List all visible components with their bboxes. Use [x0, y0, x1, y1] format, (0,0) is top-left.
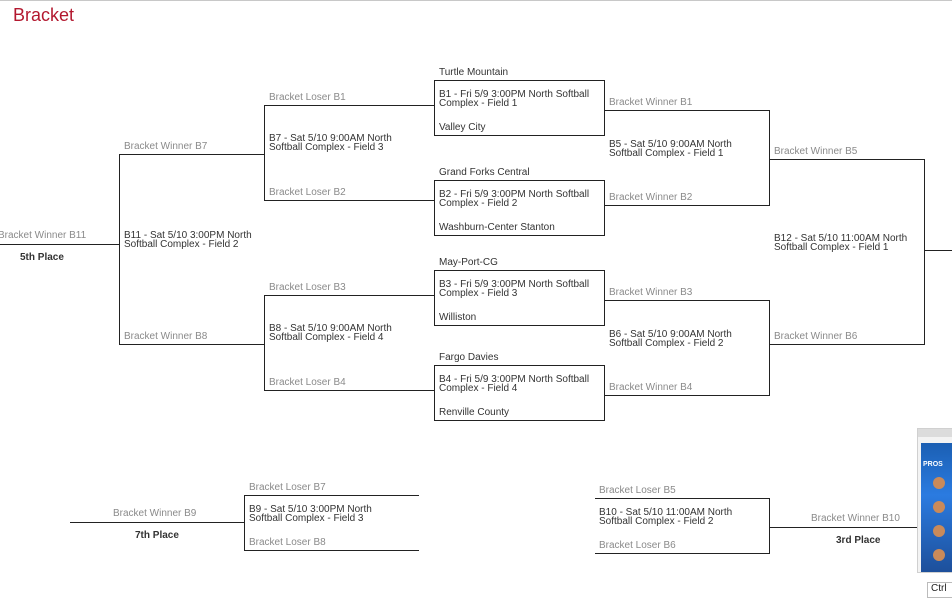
- b9-bottom-line: [244, 550, 419, 551]
- b1-game[interactable]: B1 - Fri 5/9 3:00PM North Softball Compl…: [439, 89, 590, 109]
- b8-bottom-line: [264, 390, 434, 391]
- ctrl-shortcut-hint: Ctrl: [927, 582, 952, 598]
- b3-bottom-team[interactable]: Williston: [439, 312, 477, 323]
- fifth-place-label: 5th Place: [20, 252, 64, 263]
- b9-game[interactable]: B9 - Sat 5/10 3:00PM North Softball Comp…: [249, 504, 372, 524]
- b9-connector: [244, 495, 245, 550]
- person-image: [933, 525, 945, 537]
- thumbnail-toolbar: [918, 429, 952, 437]
- b5-connector: [769, 110, 770, 205]
- b9-top-line: [244, 495, 419, 496]
- b2-bottom-team[interactable]: Washburn-Center Stanton: [439, 222, 555, 233]
- b6-game[interactable]: B6 - Sat 5/10 9:00AM North Softball Comp…: [609, 329, 732, 349]
- game-box-b1[interactable]: [434, 80, 605, 136]
- b4-bottom-team[interactable]: Renville County: [439, 407, 510, 418]
- b12-top-label: Bracket Winner B5: [774, 146, 858, 157]
- b2-top-team[interactable]: Grand Forks Central: [439, 167, 530, 178]
- b1-bottom-team[interactable]: Valley City: [439, 122, 486, 133]
- b11-output-line: [0, 244, 119, 245]
- b11-top-line: [119, 154, 264, 155]
- b12-output-line: [924, 250, 952, 251]
- seventh-place-label: 7th Place: [135, 530, 179, 541]
- video-thumbnail-popup[interactable]: PROS: [917, 428, 952, 573]
- b9-top-label: Bracket Loser B7: [249, 482, 326, 493]
- b3-top-team[interactable]: May-Port-CG: [439, 257, 498, 268]
- b5-top-label: Bracket Winner B1: [609, 97, 693, 108]
- game-box-b3[interactable]: [434, 270, 605, 326]
- b2-game[interactable]: B2 - Fri 5/9 3:00PM North Softball Compl…: [439, 189, 590, 209]
- b8-bottom-label: Bracket Loser B4: [269, 377, 346, 388]
- b11-winner-label: Bracket Winner B11: [0, 230, 87, 241]
- ad-text: PROS: [923, 461, 943, 468]
- b3-game[interactable]: B3 - Fri 5/9 3:00PM North Softball Compl…: [439, 279, 590, 299]
- b8-game[interactable]: B8 - Sat 5/10 9:00AM North Softball Comp…: [269, 323, 392, 343]
- third-place-label: 3rd Place: [836, 535, 881, 546]
- b8-top-line: [264, 295, 434, 296]
- b10-top-line: [595, 498, 770, 499]
- b11-game[interactable]: B11 - Sat 5/10 3:00PM North Softball Com…: [124, 230, 252, 250]
- b5-bottom-label: Bracket Winner B2: [609, 192, 693, 203]
- b12-game[interactable]: B12 - Sat 5/10 11:00AM North Softball Co…: [774, 233, 908, 253]
- person-image: [933, 501, 945, 513]
- b7-bottom-line: [264, 200, 434, 201]
- b8-top-label: Bracket Loser B3: [269, 282, 346, 293]
- b7-connector: [264, 105, 265, 200]
- b10-connector: [769, 498, 770, 553]
- b4-game[interactable]: B4 - Fri 5/9 3:00PM North Softball Compl…: [439, 374, 590, 394]
- b9-output-line: [70, 522, 245, 523]
- b7-top-line: [264, 105, 434, 106]
- game-box-b4[interactable]: [434, 365, 605, 421]
- ad-image[interactable]: PROS: [921, 443, 952, 572]
- b7-top-label: Bracket Loser B1: [269, 92, 346, 103]
- b12-bottom-label: Bracket Winner B6: [774, 331, 858, 342]
- b11-bottom-line: [119, 344, 264, 345]
- b10-top-label: Bracket Loser B5: [599, 485, 676, 496]
- b10-bottom-line: [595, 553, 770, 554]
- b9-bottom-label: Bracket Loser B8: [249, 537, 326, 548]
- b5-game[interactable]: B5 - Sat 5/10 9:00AM North Softball Comp…: [609, 139, 732, 159]
- person-image: [933, 477, 945, 489]
- b8-connector: [264, 295, 265, 390]
- top-divider: [0, 0, 952, 1]
- b7-game[interactable]: B7 - Sat 5/10 9:00AM North Softball Comp…: [269, 133, 392, 153]
- game-box-b2[interactable]: [434, 180, 605, 236]
- b10-winner-label: Bracket Winner B10: [811, 513, 900, 524]
- b1-top-team[interactable]: Turtle Mountain: [439, 67, 509, 78]
- b11-connector: [119, 154, 120, 344]
- b12-bottom-line: [770, 344, 925, 345]
- person-image: [933, 549, 945, 561]
- b6-connector: [769, 300, 770, 395]
- b5-top-line: [605, 110, 770, 111]
- b4-top-team[interactable]: Fargo Davies: [439, 352, 499, 363]
- b6-bottom-label: Bracket Winner B4: [609, 382, 693, 393]
- b5-bottom-line: [605, 205, 770, 206]
- page-title: Bracket: [13, 5, 75, 25]
- b6-top-label: Bracket Winner B3: [609, 287, 693, 298]
- b11-top-label: Bracket Winner B7: [124, 141, 208, 152]
- b10-output-line: [770, 527, 917, 528]
- b12-top-line: [770, 159, 925, 160]
- b6-top-line: [605, 300, 770, 301]
- b7-bottom-label: Bracket Loser B2: [269, 187, 346, 198]
- b10-bottom-label: Bracket Loser B6: [599, 540, 676, 551]
- b9-winner-label: Bracket Winner B9: [113, 508, 197, 519]
- b6-bottom-line: [605, 395, 770, 396]
- b10-game[interactable]: B10 - Sat 5/10 11:00AM North Softball Co…: [599, 507, 733, 527]
- b11-bottom-label: Bracket Winner B8: [124, 331, 208, 342]
- b12-connector: [924, 159, 925, 344]
